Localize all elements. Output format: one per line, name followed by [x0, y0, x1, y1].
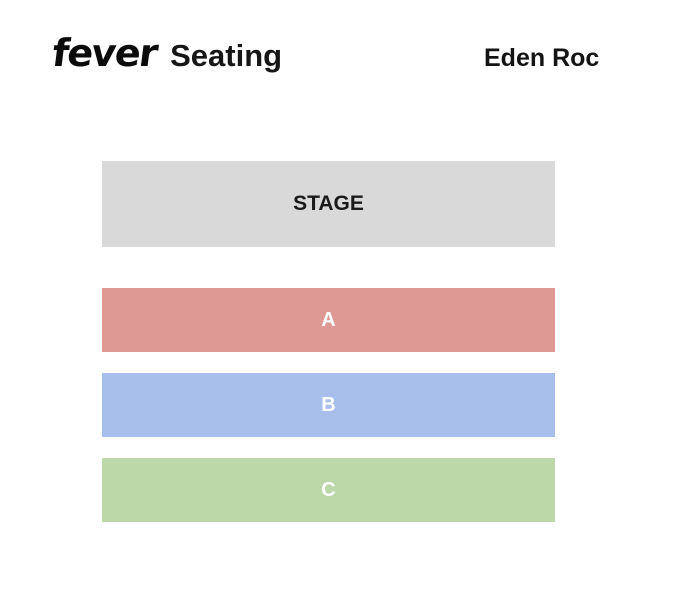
stage-label: STAGE: [293, 192, 364, 215]
section-a-label: A: [321, 308, 336, 331]
section-c-label: C: [321, 478, 336, 501]
fever-logo[interactable]: fever: [50, 31, 158, 75]
venue-name: Eden Roc: [484, 44, 600, 72]
section-c[interactable]: C: [102, 458, 555, 522]
section-b[interactable]: B: [102, 373, 555, 437]
stage-block: STAGE: [102, 161, 555, 247]
app-title: Seating: [170, 38, 283, 73]
section-a[interactable]: A: [102, 288, 555, 352]
section-b-label: B: [321, 393, 336, 416]
app-header: fever Seating: [50, 31, 283, 75]
